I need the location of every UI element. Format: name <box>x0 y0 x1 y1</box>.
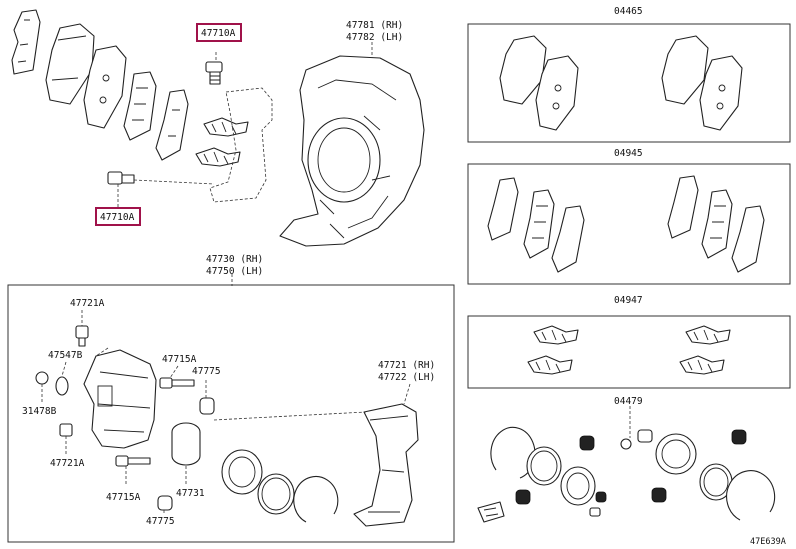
kit-04465-pads-right <box>661 35 743 131</box>
brake-pad-inner <box>83 45 127 129</box>
bolt-47710a-bottom <box>107 171 215 208</box>
part-label-47547b[interactable]: 47547B <box>48 350 83 361</box>
part-label-47730[interactable]: 47730 (RH) <box>206 254 263 265</box>
pin-boot-47775-bottom <box>157 495 173 514</box>
kit-04945-shims-right <box>667 175 765 273</box>
part-label-47781[interactable]: 47781 (RH) <box>346 20 403 31</box>
plug-31478b <box>35 371 49 404</box>
caliper-mounting-bracket <box>353 383 419 527</box>
part-label-47715a-bottom[interactable]: 47715A <box>106 492 141 503</box>
pad-support-plate <box>155 89 189 161</box>
pad-shim-outer <box>11 9 41 75</box>
assembly-dashed-guide <box>213 411 367 421</box>
kit-04947-frame <box>467 315 791 389</box>
highlight-box-47710a-top <box>196 23 242 42</box>
piston-seal-rings <box>221 449 339 523</box>
kit-04947-clips-right <box>679 325 731 375</box>
part-label-47750[interactable]: 47750 (LH) <box>206 266 263 277</box>
bolt-47710a-top <box>205 52 223 85</box>
part-label-31478b[interactable]: 31478B <box>22 406 57 417</box>
kit-04479-seal-kit <box>477 406 776 523</box>
disc-dust-shield <box>279 42 425 247</box>
kit-04945-shims-left <box>487 177 585 273</box>
piston-47731 <box>171 422 201 484</box>
diagram-corner-code: 47E639A <box>750 537 786 547</box>
part-label-47775-bottom[interactable]: 47775 <box>146 516 175 527</box>
part-label-47710a-top[interactable]: 47710A <box>201 28 236 39</box>
bleeder-cap-47547b <box>55 361 69 396</box>
kit-04947-clips-left <box>527 325 579 375</box>
part-label-47722[interactable]: 47722 (LH) <box>378 372 435 383</box>
kit-label-04947[interactable]: 04947 <box>614 295 643 306</box>
pad-shim-inner <box>123 71 157 141</box>
caliper-mounting-ghost <box>209 87 273 203</box>
part-label-47721a-bottom[interactable]: 47721A <box>50 458 85 469</box>
brake-pad-outer <box>45 23 95 105</box>
kit-label-04945[interactable]: 04945 <box>614 148 643 159</box>
caliper-assembly-frame <box>7 284 455 543</box>
part-label-47715a-top[interactable]: 47715A <box>162 354 197 365</box>
kit-04945-frame <box>467 163 791 285</box>
highlight-box-47710a-bottom <box>95 207 141 226</box>
part-label-47782[interactable]: 47782 (LH) <box>346 32 403 43</box>
caliper-body <box>83 347 157 449</box>
part-label-47721a-top[interactable]: 47721A <box>70 298 105 309</box>
part-label-47775-top[interactable]: 47775 <box>192 366 221 377</box>
bleeder-plug-47721a-top <box>75 310 89 347</box>
part-label-47731[interactable]: 47731 <box>176 488 205 499</box>
kit-label-04465[interactable]: 04465 <box>614 6 643 17</box>
bleeder-plug-47721a-bottom <box>59 423 73 454</box>
pin-boot-47775-top <box>199 380 215 415</box>
slide-pin-47715a-bottom <box>115 455 151 486</box>
part-label-47710a-bottom[interactable]: 47710A <box>100 212 135 223</box>
kit-04465-pads-left <box>499 35 579 131</box>
slide-pin-47715a-top <box>159 365 195 389</box>
anti-squeal-clips <box>195 117 249 167</box>
part-label-47721[interactable]: 47721 (RH) <box>378 360 435 371</box>
kit-label-04479[interactable]: 04479 <box>614 396 643 407</box>
kit-04465-frame <box>467 23 791 143</box>
